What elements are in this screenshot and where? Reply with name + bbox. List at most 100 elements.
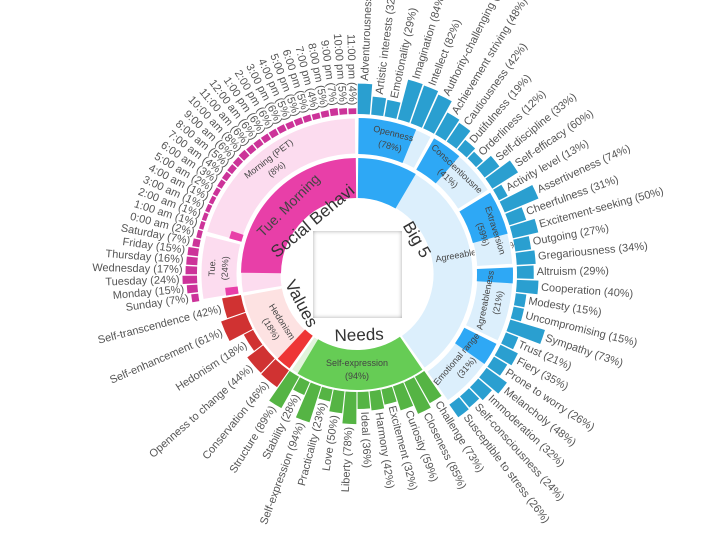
values-bar: [221, 312, 253, 342]
values-bar: [222, 294, 246, 319]
big-5-bar: [457, 139, 476, 158]
values-ring1-fill: [277, 329, 313, 369]
needs-bar: [318, 386, 333, 402]
needs-bar: [381, 386, 397, 405]
values-bar: [261, 359, 289, 388]
big-5-bar: [446, 122, 471, 149]
big-5-bar: [397, 79, 423, 123]
needs-bar: [357, 391, 371, 409]
big-5-bar: [479, 367, 507, 394]
big-5-bar: [494, 344, 518, 366]
social-behavi-bar: [260, 133, 272, 144]
needs-bar-label: Ideal (36%): [358, 411, 373, 468]
social-behavi-bar: [246, 144, 257, 155]
social-behavi-ring2-label: Tue.(24%): [207, 256, 231, 280]
social-behavi-bar: [320, 110, 330, 118]
big-5-bar: [467, 151, 483, 168]
needs-bar: [295, 382, 322, 423]
needs-bar: [392, 382, 414, 411]
social-behavi-bar: [232, 157, 244, 168]
social-behavi-bar: [208, 195, 217, 205]
social-behavi-bar: [348, 108, 357, 115]
social-behavi-ring2-label-text: Tue.: [207, 259, 218, 277]
social-behavi-bar: [192, 238, 201, 248]
social-behavi-bar: [238, 149, 250, 161]
needs-bar: [293, 377, 310, 396]
big-5-bar: [515, 279, 539, 295]
big-5-bar-label: Cooperation (40%): [541, 282, 634, 301]
social-behavi-bar: [196, 229, 203, 239]
needs-bar: [342, 391, 357, 425]
social-behavi-bar: [293, 117, 304, 126]
values-bar: [243, 329, 263, 351]
social-behavi-bar: [311, 112, 321, 121]
social-behavi-bar: [221, 171, 232, 182]
social-behavi-ring2-fill: [229, 230, 244, 242]
social-behavi-ring1-fill: [241, 158, 357, 274]
needs-ring1-label: Self-expression (94%): [326, 358, 388, 381]
social-behavi-bar: [187, 247, 200, 257]
needs-category-label: Needs: [334, 325, 384, 346]
needs-category-label-text: Needs: [334, 325, 384, 346]
center-image-placeholder: [313, 231, 402, 318]
social-behavi-bar: [285, 120, 295, 130]
social-behavi-bar: [302, 114, 312, 123]
big-5-ring2-fill: [459, 192, 508, 243]
social-behavi-bar: [205, 203, 213, 213]
needs-bar: [269, 370, 300, 409]
big-5-bar: [513, 293, 527, 308]
needs-bar: [414, 370, 442, 404]
social-behavi-ring2-segment: [200, 234, 242, 301]
social-behavi-ring2-fill: [225, 286, 239, 296]
big-5-ring2-fill: [416, 138, 460, 184]
social-behavi-bar: [201, 212, 209, 222]
big-5-bar: [384, 99, 401, 119]
big-5-bar: [510, 306, 525, 322]
big-5-bar: [410, 85, 439, 128]
needs-bar-label: Liberty (78%): [340, 427, 355, 493]
big-5-bar: [435, 112, 460, 141]
big-5-ring2-fill: [358, 118, 417, 163]
social-behavi-bar: [198, 221, 206, 230]
needs-bar: [369, 389, 385, 411]
social-behavi-bar: [185, 266, 198, 275]
social-behavi-bar: [329, 108, 339, 117]
big-5-ring2-fill: [476, 267, 513, 284]
social-behavi-bar: [339, 108, 348, 115]
big-5-bar: [357, 83, 373, 115]
big-5-bar: [513, 236, 532, 252]
social-behavi-bar: [227, 164, 237, 175]
social-behavi-bar: [217, 179, 226, 189]
needs-ring1-label-text: (94%): [345, 371, 369, 381]
big-5-ring2-label-text: (21%): [491, 290, 506, 316]
big-5-bar: [515, 250, 536, 265]
social-behavi-ring2-label-text: (24%): [219, 256, 230, 280]
social-behavi-bar-label: Tuesday (24%): [105, 274, 180, 288]
big-5-bar: [449, 397, 469, 418]
social-behavi-bar: [276, 124, 287, 134]
social-behavi-ring2-segment: [206, 117, 357, 243]
social-behavi-bar: [191, 293, 200, 303]
values-bar: [247, 345, 275, 373]
big-5-bar: [485, 160, 519, 189]
social-behavi-bar: [253, 138, 264, 149]
needs-ring1-fill: [297, 336, 423, 390]
big-5-bar-label: Altruism (29%): [537, 265, 609, 278]
social-behavi-bar: [186, 256, 198, 266]
big-5-ring1-background: [357, 157, 474, 370]
big-5-bar: [476, 155, 500, 178]
social-behavi-bar-label: Wednesday (17%): [92, 262, 183, 276]
big-5-bar-label: Adventurousness: [359, 0, 375, 81]
big-5-bar: [499, 185, 539, 213]
social-behavi-bar-label: 11:00 pm (4%): [344, 34, 358, 106]
needs-ring1-label-text: Self-expression: [326, 358, 388, 368]
big-5-bar: [469, 378, 492, 401]
needs-bar: [404, 377, 431, 414]
social-behavi-bar: [268, 128, 279, 139]
social-behavi-bar: [186, 284, 199, 294]
social-behavi-bar: [182, 275, 198, 285]
big-5-ring1-fill: [357, 158, 416, 209]
big-5-bar: [516, 265, 534, 279]
needs-bar: [329, 389, 345, 414]
